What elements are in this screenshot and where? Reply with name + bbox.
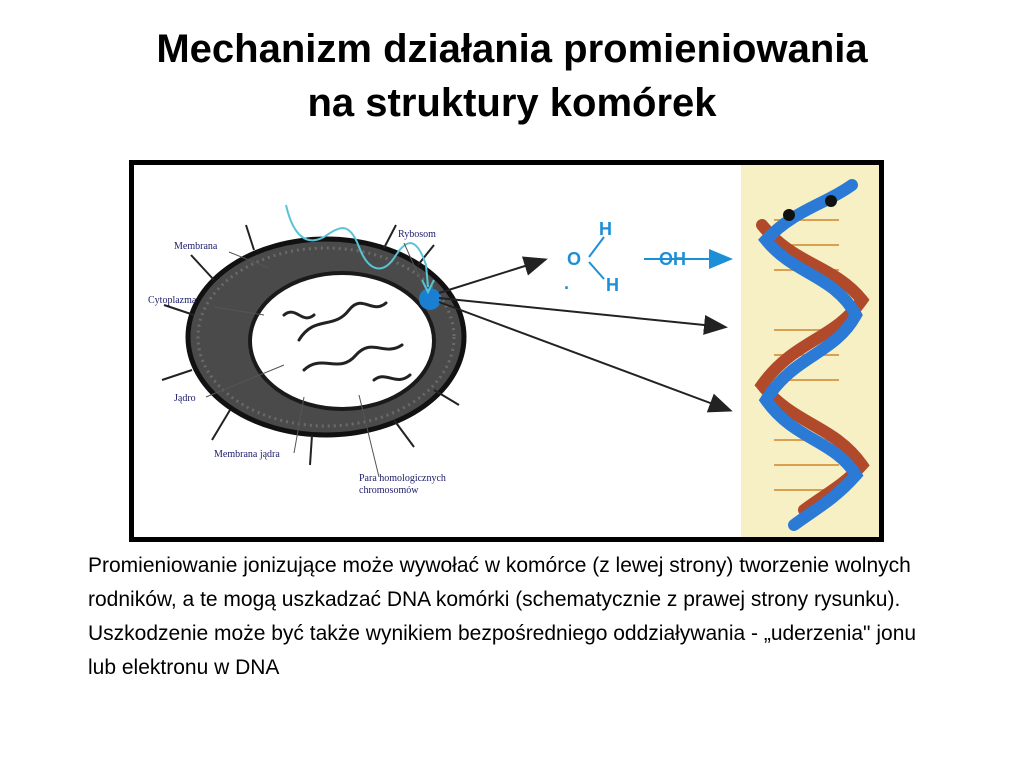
- diagram-canvas: [161, 165, 879, 537]
- dna-base-pairs: [774, 219, 839, 491]
- arrow-to-dna-lower: [438, 301, 733, 413]
- water-molecule: [588, 236, 733, 280]
- chem-o: O: [567, 249, 582, 269]
- chromosomes: [282, 301, 412, 382]
- dna-damage-spot-2: [825, 195, 837, 207]
- cell: [161, 224, 467, 466]
- label-rybosom: Rybosom: [398, 229, 436, 240]
- nucleus: [248, 271, 436, 411]
- chem-h-top: H: [599, 219, 612, 239]
- dna-helix: [754, 179, 870, 531]
- slide-caption: Promieniowanie jonizujące może wywołać w…: [88, 554, 917, 679]
- dna-strand-blue: [758, 179, 864, 531]
- damage-arrows: [438, 256, 733, 413]
- radiation-wave: [285, 204, 429, 288]
- ribosome: [419, 288, 441, 310]
- radiation-wave-arrow: [421, 279, 435, 295]
- label-cytoplazma: Cytoplazma: [148, 295, 197, 306]
- radiation-mechanism-diagram: Membrana Rybosom Cytoplazma Jądro Membra…: [129, 160, 884, 542]
- label-membrana: Membrana: [174, 241, 218, 252]
- label-para-homologicznych: Para homologicznych chromosomów: [359, 473, 446, 497]
- arrow-to-free-radicals: [438, 256, 548, 294]
- slide-title-line-2: na struktury komórek: [307, 81, 717, 125]
- membrane-spikes: [161, 224, 460, 466]
- chem-dot: .: [564, 273, 570, 293]
- label-jadro: Jądro: [174, 393, 196, 404]
- chem-h-bottom: H: [606, 275, 619, 295]
- label-membrana-jadra: Membrana jądra: [214, 449, 280, 460]
- slide-title: Mechanizm działania promieniowania na st…: [0, 22, 1024, 130]
- label-para-line-1: Para homologicznych: [359, 473, 446, 484]
- label-para-line-2: chromosomów: [359, 485, 419, 496]
- label-leaders: [205, 242, 423, 478]
- dna-damage-spot-1: [783, 209, 795, 221]
- cytoplasm-texture: [196, 246, 456, 428]
- slide-title-line-1: Mechanizm działania promieniowania: [156, 27, 868, 71]
- arrow-to-dna-middle: [438, 297, 728, 335]
- chem-oh: OH: [659, 249, 686, 269]
